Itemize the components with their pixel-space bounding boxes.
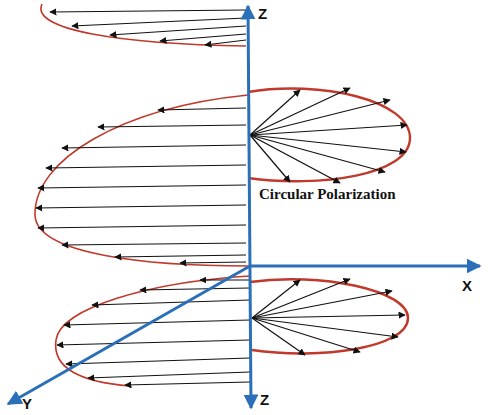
- axis-label: Y: [22, 396, 32, 411]
- coordinate-axes: [8, 6, 480, 408]
- axis-label: Z: [260, 392, 269, 407]
- helix-curve: [35, 4, 410, 386]
- diagram-caption: Circular Polarization: [257, 186, 398, 203]
- axis-label: Z: [258, 6, 267, 21]
- axis-label: X: [462, 278, 472, 293]
- field-vectors: [36, 10, 407, 385]
